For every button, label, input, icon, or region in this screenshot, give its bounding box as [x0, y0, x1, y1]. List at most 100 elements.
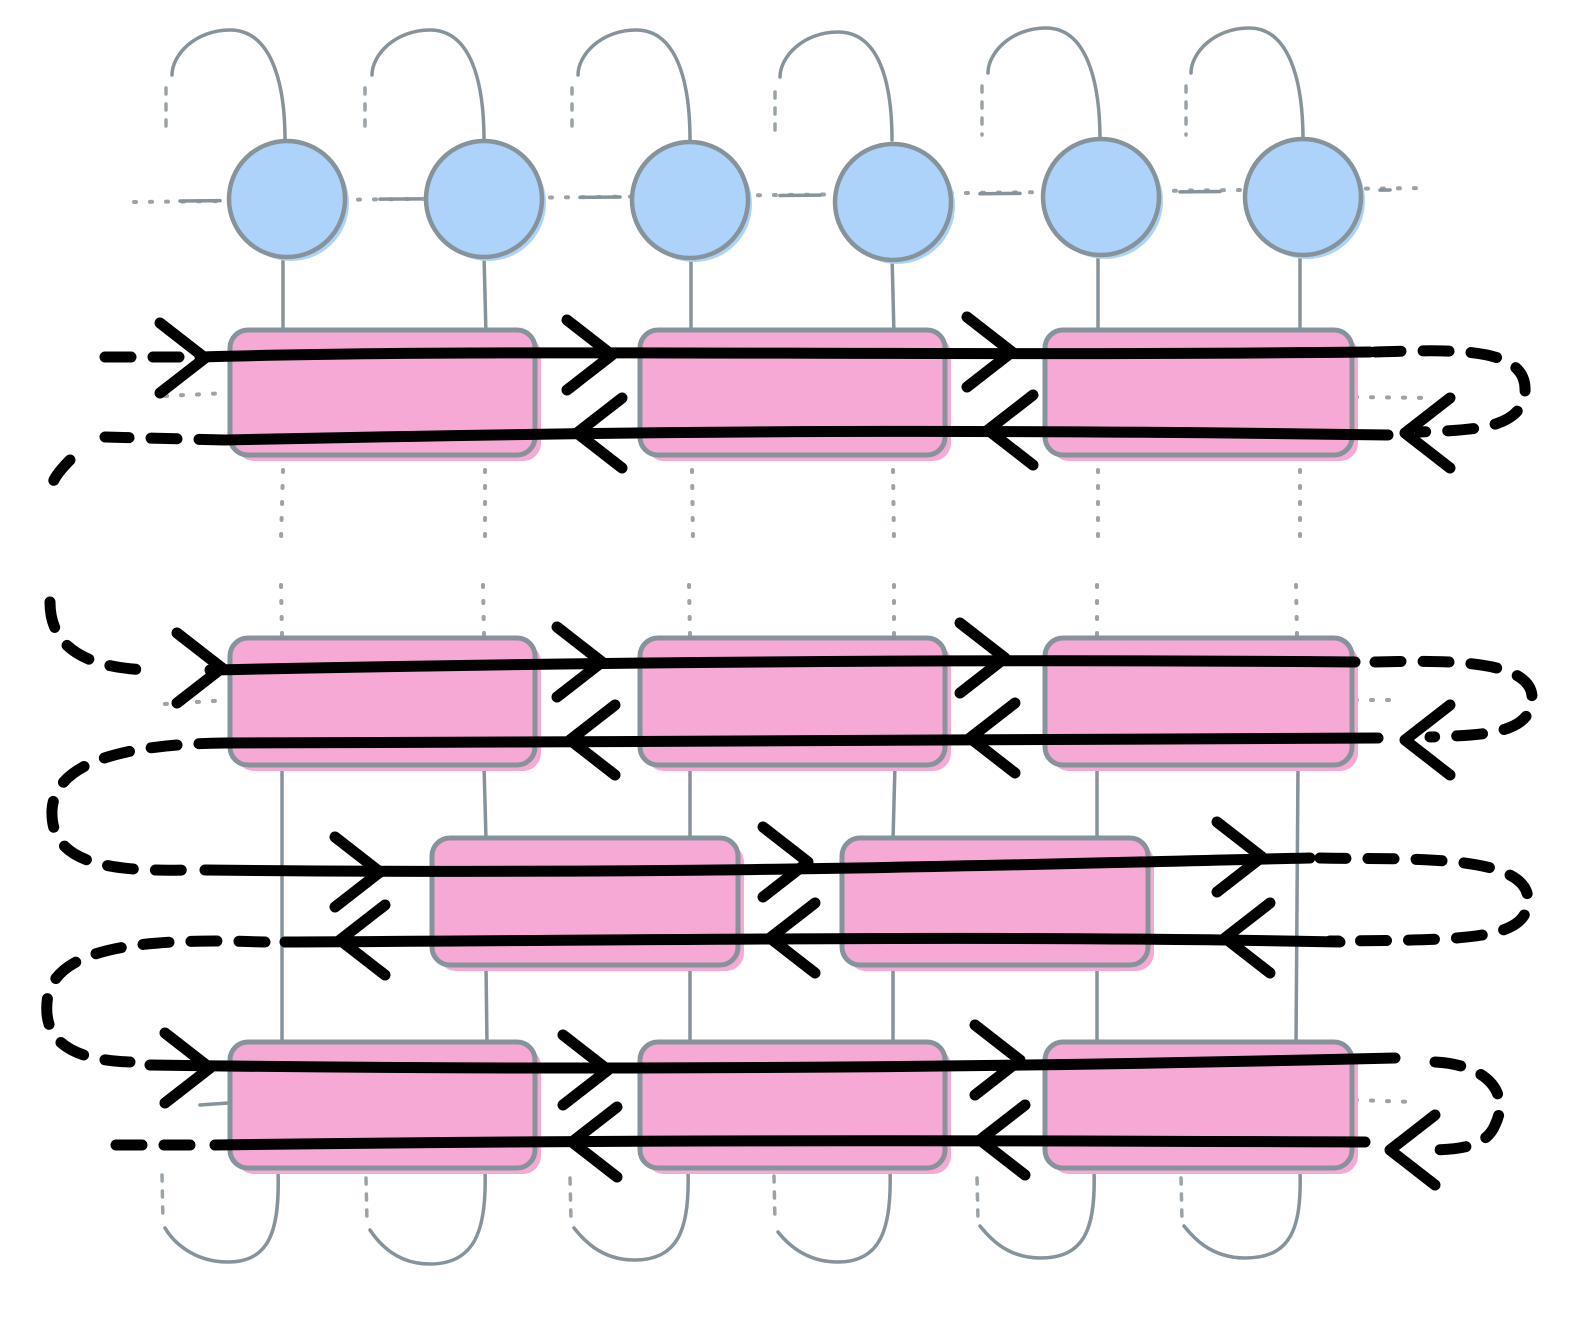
direction-arrow-3 [961, 311, 1018, 393]
direction-arrow-23 [566, 1101, 623, 1183]
bottom-loop-tail-4 [772, 1174, 777, 1224]
site-tensor-1 [226, 138, 348, 260]
site-tensor-6 [1242, 136, 1364, 258]
r3-top-line [199, 852, 1316, 877]
direction-arrow-10 [1399, 699, 1456, 781]
mpo-block-r1-b3 [1042, 327, 1355, 458]
direction-arrow-15 [1211, 816, 1268, 898]
gap-dots-4 [891, 468, 896, 542]
direction-arrow-20 [557, 1029, 614, 1111]
top-site-row [132, 26, 1427, 337]
direction-arrow-12 [964, 697, 1021, 779]
bottom-loop-1 [163, 1168, 280, 1264]
direction-arrow-2 [561, 314, 618, 396]
gap-dots-b1 [279, 583, 284, 637]
bottom-loop-3 [572, 1168, 690, 1262]
bottom-loop-row [160, 1168, 1302, 1266]
site-loop-5 [986, 26, 1102, 142]
leg-l2-2 [482, 763, 488, 842]
bottom-loop-tail-2 [364, 1176, 369, 1224]
gap-dots-3 [690, 468, 695, 542]
r1-top-line [194, 346, 1376, 363]
vertical-legs [279, 468, 1302, 1047]
r2-right-turn [1369, 655, 1538, 743]
direction-arrow-13 [329, 831, 386, 913]
site-tensor-2 [423, 138, 545, 260]
bottom-loop-tail-5 [975, 1176, 980, 1222]
bottom-loop-tail-1 [160, 1173, 165, 1224]
gap-dots-1 [279, 468, 285, 542]
site-loop-2 [370, 28, 486, 142]
stub-l4-right [1353, 1098, 1417, 1104]
gap-dots-b6 [1294, 583, 1299, 637]
site-loop-4 [778, 30, 894, 142]
r2-to-r3-turn [46, 737, 231, 876]
r1-dash-out [99, 431, 231, 446]
mpo-block-r2-b2 [637, 635, 948, 768]
mpo-block-r3-b2 [839, 835, 1151, 968]
direction-arrow-22 [1384, 1109, 1441, 1191]
gap-dots-b3 [687, 583, 692, 637]
direction-arrow-5 [571, 392, 628, 474]
direction-arrow-24 [974, 1099, 1031, 1181]
site-bond-solid [178, 188, 1392, 203]
r1-bottom-line [219, 425, 1394, 446]
bottom-loop-2 [368, 1168, 487, 1266]
r3-to-r4-turn [41, 935, 271, 1068]
stub-l2-left [163, 698, 230, 706]
bottom-loop-4 [776, 1168, 892, 1264]
stub-l1-left [163, 391, 230, 398]
direction-arrow-21 [969, 1019, 1026, 1101]
leg-l3-2 [484, 963, 489, 1047]
r4-top-line [144, 1052, 1401, 1074]
stub-l1-right [1353, 395, 1432, 400]
site-tensors [226, 136, 1365, 264]
direction-arrow-9 [954, 617, 1011, 699]
mpo-block-r1-b1 [227, 327, 538, 458]
site-loop-3 [576, 28, 692, 142]
r1-to-r2-turn [46, 454, 76, 496]
direction-arrow-7 [171, 627, 228, 709]
stub-l4-left [198, 1101, 230, 1107]
direction-arrow-19 [159, 1027, 216, 1109]
mpo-block-r4-b2 [637, 1039, 948, 1171]
r4-bottom-line [209, 1135, 1371, 1151]
direction-arrow-1 [154, 317, 211, 399]
mpo-side-stubs [163, 391, 1432, 1107]
gap-dots-b2 [481, 583, 486, 637]
direction-arrow-8 [551, 621, 608, 703]
mpo-block-r4-b1 [227, 1039, 538, 1171]
direction-arrows [154, 311, 1456, 1191]
r1-right-turn [1369, 345, 1531, 438]
mpo-layers [227, 327, 1358, 1174]
bottom-loop-tail-6 [1179, 1176, 1184, 1222]
direction-arrow-18 [334, 899, 391, 981]
r2-turn-in [44, 596, 156, 676]
direction-arrow-14 [757, 821, 814, 903]
direction-arrow-6 [982, 389, 1039, 471]
direction-arrow-4 [1399, 392, 1456, 474]
direction-arrow-16 [1219, 897, 1276, 979]
site-tensor-3 [629, 139, 751, 261]
r3-right-turn [1314, 852, 1534, 947]
site-leg-4 [890, 253, 896, 337]
bottom-loop-6 [1182, 1168, 1302, 1260]
direction-arrow-17 [764, 897, 821, 979]
leg-l2-6 [1294, 763, 1300, 1047]
leg-l2-4 [891, 763, 897, 842]
direction-arrow-11 [564, 699, 621, 781]
snake-contraction-path [41, 345, 1538, 1156]
site-leg-2 [482, 253, 488, 337]
r3-bottom-line [279, 932, 1346, 948]
site-loop-1 [170, 28, 287, 142]
r4-right-turn [1414, 1056, 1506, 1156]
r2-top-line [204, 655, 1361, 676]
r2-bottom-line [219, 732, 1384, 749]
mpo-block-r1-b2 [637, 327, 948, 458]
site-tensor-5 [1040, 136, 1162, 258]
bottom-loop-5 [978, 1168, 1096, 1260]
site-tensor-4 [832, 141, 954, 263]
site-loop-6 [1189, 26, 1305, 142]
bottom-loop-tail-3 [568, 1176, 573, 1222]
